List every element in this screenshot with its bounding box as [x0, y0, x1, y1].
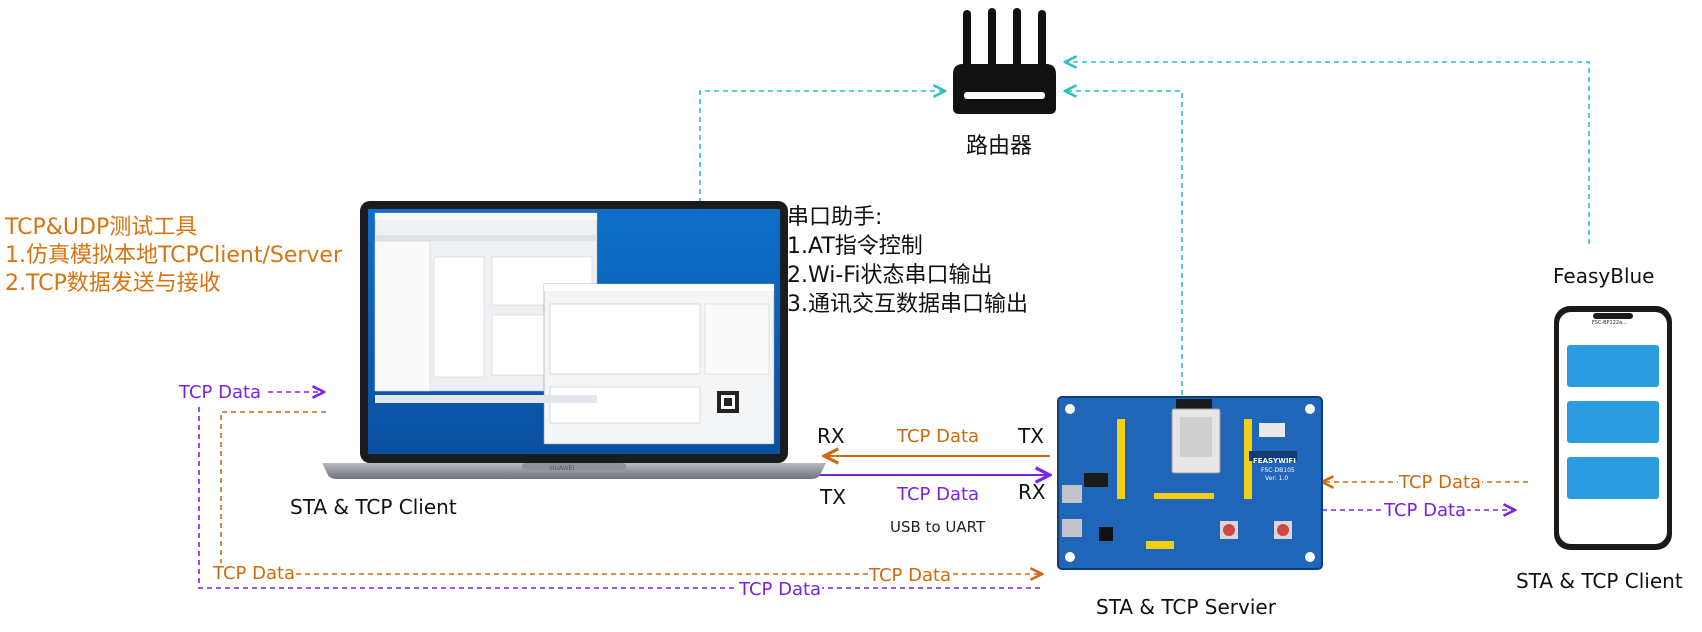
- flow-phone-in: TCP Data: [1383, 500, 1468, 521]
- flow-laptop-in: TCP Data: [178, 382, 263, 403]
- uart-tx-left: TX: [820, 485, 846, 509]
- router-label: 路由器: [966, 134, 1033, 159]
- flow-bottom-mid: TCP Data: [868, 565, 953, 586]
- tcp-tool-title: TCP&UDP测试工具: [5, 215, 198, 240]
- tcp-tool-line2: 2.TCP数据发送与接收: [5, 271, 221, 296]
- phone-label: STA & TCP Client: [1516, 569, 1683, 593]
- flow-bottom-left: TCP Data: [212, 563, 297, 584]
- serial-helper-line3: 3.通讯交互数据串口输出: [787, 292, 1028, 317]
- serial-helper-title: 串口助手:: [787, 205, 883, 230]
- flow-bottom-lower: TCP Data: [738, 579, 823, 600]
- board-silk-ver: Ver: 1.0: [1265, 475, 1289, 482]
- uart-rx-left: RX: [817, 424, 845, 448]
- dev-board-icon: [1054, 393, 1326, 573]
- phone-header: FSC-BP122a...: [1592, 320, 1627, 326]
- laptop-brand: HUAWEI: [550, 465, 575, 472]
- uart-data-top: TCP Data: [897, 426, 980, 447]
- laptop-router-link: [699, 91, 945, 203]
- phone-router-link: [1065, 62, 1590, 244]
- tcp-tool-notes: TCP&UDP测试工具 1.仿真模拟本地TCPClient/Server 2.T…: [5, 214, 342, 298]
- board-router-link: [1065, 91, 1183, 395]
- board-silk-model: FSC-DB105: [1261, 467, 1295, 474]
- uart-data-bottom: TCP Data: [897, 484, 980, 505]
- phone-icon: [1553, 305, 1673, 551]
- laptop-label: STA & TCP Client: [290, 495, 457, 519]
- serial-helper-line2: 2.Wi-Fi状态串口输出: [787, 263, 993, 288]
- orange-loop: [220, 411, 1042, 574]
- phone-app-label: FeasyBlue: [1553, 264, 1655, 288]
- uart-rx-right: RX: [1018, 480, 1046, 504]
- tcp-tool-line1: 1.仿真模拟本地TCPClient/Server: [5, 243, 343, 268]
- board-label: STA & TCP Servier: [1096, 595, 1276, 619]
- serial-helper-notes: 串口助手: 1.AT指令控制 2.Wi-Fi状态串口输出 3.通讯交互数据串口输…: [787, 203, 1028, 319]
- flow-phone-out: TCP Data: [1398, 472, 1483, 493]
- uart-caption: USB to UART: [890, 518, 986, 536]
- uart-tx-right: TX: [1018, 424, 1044, 448]
- board-silk-title: FEASYWIFI: [1253, 457, 1296, 465]
- router-icon: [947, 4, 1062, 114]
- serial-helper-line1: 1.AT指令控制: [787, 234, 923, 259]
- laptop-icon: [322, 199, 826, 481]
